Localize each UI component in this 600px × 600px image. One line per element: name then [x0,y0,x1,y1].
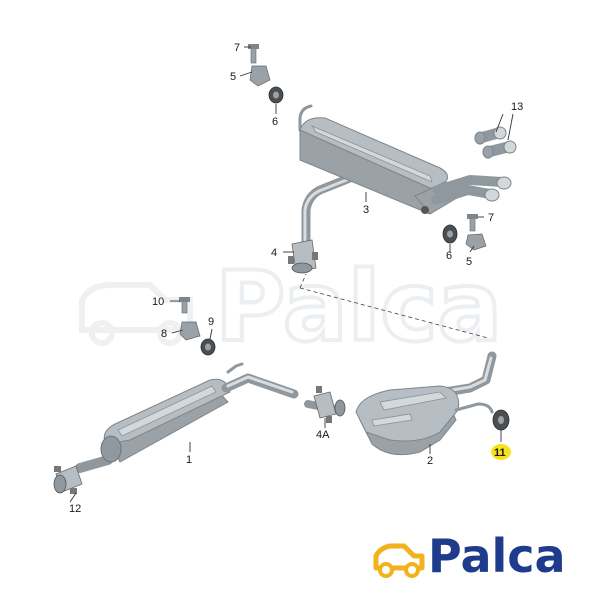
callout-7-upper: 7 [234,42,240,54]
leader-lines [69,46,514,503]
upper-left-hanger-set[interactable] [248,44,284,104]
center-muffler[interactable] [75,362,299,473]
palca-watermark: Palca [79,249,504,365]
car-icon [373,543,425,578]
palca-logo: Palca [373,529,566,583]
rear-muffler[interactable] [298,104,512,251]
callout-labels: 7 5 6 13 3 7 5 6 4 10 8 9 1 12 4A 2 11 [69,42,523,515]
callout-13: 13 [511,101,523,113]
clamp-12[interactable] [53,465,83,494]
callout-7-right: 7 [488,212,494,224]
callout-6-upper: 6 [272,116,278,128]
callout-6-right: 6 [446,250,452,262]
callout-5-right: 5 [466,256,472,268]
tailpipe-trims[interactable] [474,126,517,159]
callout-10: 10 [152,296,164,308]
callout-9: 9 [208,316,214,328]
callout-2: 2 [427,455,433,467]
callout-1: 1 [186,454,192,466]
connection-line-short [299,273,307,289]
logo-text: Palca [428,529,566,583]
callout-3: 3 [363,204,369,216]
watermark-text: Palca [215,251,502,363]
connection-line [299,287,489,339]
rear-silencer-2[interactable] [355,351,497,456]
callout-12: 12 [69,503,81,515]
callout-11-highlight [491,444,511,460]
clamp-4[interactable] [288,239,318,274]
right-hanger-set[interactable] [442,214,487,251]
callout-4: 4 [271,247,277,259]
callout-11: 11 [494,447,506,459]
rubber-mount-11[interactable] [492,409,510,431]
clamp-4a[interactable] [304,386,346,423]
callout-8: 8 [161,328,167,340]
callout-5-upper: 5 [230,71,236,83]
callout-4a: 4A [316,429,330,441]
left-hanger-set[interactable] [179,297,216,356]
